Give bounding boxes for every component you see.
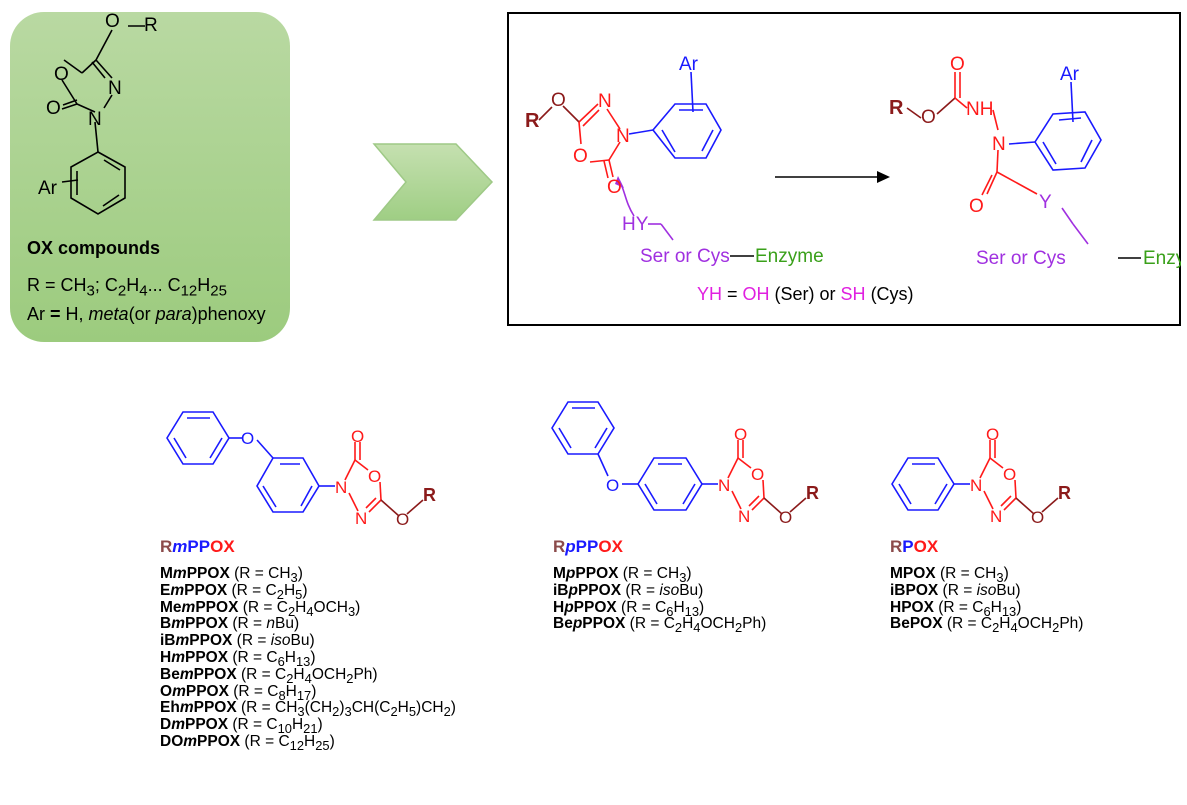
pox-o-side-atom: O (1031, 508, 1044, 527)
pox-o-ring-atom: O (1003, 465, 1016, 484)
product-r-atom: R (889, 97, 904, 119)
mppox-o-carbonyl-atom: O (351, 427, 364, 446)
list-item: BemPPOX (R = C2H4OCH2Ph) (160, 665, 378, 686)
pppox-o-ring-atom: O (751, 465, 764, 484)
reaction-mechanism-panel (507, 12, 1181, 326)
product-enzyme-label: Enzyme (1143, 248, 1181, 269)
mppox-structure: O O O N N O R (166, 411, 436, 529)
list-item: MemPPOX (R = C2H4OCH3) (160, 598, 361, 619)
ox-o-ring-atom: O (54, 64, 69, 85)
pox-structure: O O N N O R (891, 425, 1071, 527)
yh-note: YH = OH (Ser) or SH (Cys) (697, 284, 914, 304)
pppox-n1-atom: N (718, 476, 730, 495)
list-item: HmPPOX (R = C6H13) (160, 648, 316, 670)
mppox-o-side-atom: O (396, 510, 409, 529)
mppox-o-bridge-atom: O (241, 429, 254, 448)
reactant-ser-cys-label: Ser or Cys (640, 246, 730, 267)
pox-compound-list: MPOX (R = CH3) iBPOX (R = isoBu) HPOX (R… (890, 565, 1084, 636)
list-item: DmPPOX (R = C10H21) (160, 716, 323, 737)
list-item: EhmPPOX (R = CH3(CH2)3CH(C2H5)CH2) (160, 699, 456, 720)
pox-family-label: RPOX (890, 537, 939, 556)
list-item: EmPPOX (R = C2H5) (160, 581, 308, 602)
ox-ar-definition: Ar = H, meta(or para)phenoxy (27, 304, 266, 324)
pppox-n2-atom: N (738, 507, 750, 526)
product-o2-atom: O (950, 54, 965, 75)
reactant-hy-atom: HY (622, 214, 649, 235)
pppox-o-carbonyl-atom: O (734, 425, 747, 444)
pox-r-atom: R (1058, 483, 1071, 503)
reactant-o-ring-atom: O (573, 146, 588, 167)
list-item: iBPOX (R = isoBu) (890, 581, 1021, 599)
mppox-family-label: RmPPOX (160, 537, 235, 556)
list-item: DOmPPOX (R = C12H25) (160, 732, 335, 754)
ox-general-structure: O R O N N O Ar (38, 11, 158, 215)
product-y-atom: Y (1039, 192, 1052, 213)
ox-o-carbonyl-atom: O (46, 98, 61, 119)
list-item: MmPPOX (R = CH3) (160, 565, 303, 586)
reactant-ar-atom: Ar (679, 54, 699, 75)
list-item: iBpPPOX (R = isoBu) (553, 581, 704, 599)
reactant-enzyme-label: Enzyme (755, 246, 824, 267)
list-item: MPOX (R = CH3) (890, 565, 1009, 586)
pppox-o-side-atom: O (779, 508, 792, 527)
pppox-family-label: RpPPOX (553, 537, 623, 556)
product-ar-atom: Ar (1060, 64, 1080, 85)
ox-r-definition: R = CH3; C2H4... C12H25 (27, 275, 227, 300)
product-o1-atom: O (921, 107, 936, 128)
pppox-r-atom: R (806, 483, 819, 503)
reactant-r-atom: R (525, 110, 540, 132)
product-n-atom: N (992, 134, 1006, 155)
list-item: iBmPPOX (R = isoBu) (160, 632, 315, 650)
mppox-n2-atom: N (355, 509, 367, 528)
list-item: BmPPOX (R = nBu) (160, 615, 300, 633)
chevron-arrow-icon (372, 143, 494, 221)
pppox-o-bridge-atom: O (606, 476, 619, 495)
ox-compounds-panel (10, 12, 290, 342)
ox-ar-atom: Ar (38, 178, 58, 199)
ox-n-ring2-atom: N (88, 109, 102, 130)
ox-n-ring-atom: N (108, 78, 122, 99)
mppox-compound-list: MmPPOX (R = CH3) EmPPOX (R = C2H5) MemPP… (160, 565, 456, 754)
list-item: BePOX (R = C2H4OCH2Ph) (890, 615, 1084, 636)
product-ser-cys-label: Ser or Cys (976, 248, 1066, 269)
list-item: HpPPOX (R = C6H13) (553, 598, 705, 619)
product-o3-atom: O (969, 196, 984, 217)
pppox-structure: O O O N N O R (551, 401, 819, 527)
list-item: HPOX (R = C6H13) (890, 598, 1022, 619)
pox-n1-atom: N (970, 476, 982, 495)
list-item: OmPPOX (R = C8H17) (160, 682, 317, 703)
product-nh-atom: NH (966, 99, 993, 120)
reactant-n2-atom: N (616, 126, 630, 147)
ox-title: OX compounds (27, 238, 161, 258)
list-item: BepPPOX (R = C2H4OCH2Ph) (553, 615, 767, 636)
reactant-o-atom: O (551, 90, 566, 111)
pppox-compound-list: MpPPOX (R = CH3) iBpPPOX (R = isoBu) HpP… (553, 565, 767, 636)
reactant-o-carbonyl-atom: O (607, 177, 622, 198)
pox-o-carbonyl-atom: O (986, 425, 999, 444)
reaction-scheme: R O N N O O Ar HY Ser or Cys Enzyme R O … (525, 54, 1181, 269)
mppox-r-atom: R (423, 485, 436, 505)
pox-n2-atom: N (990, 507, 1002, 526)
ox-r-atom: R (144, 15, 158, 36)
ox-o-top-atom: O (105, 11, 120, 32)
list-item: MpPPOX (R = CH3) (553, 565, 692, 586)
reactant-n1-atom: N (598, 91, 612, 112)
mppox-n1-atom: N (335, 478, 347, 497)
mppox-o-ring-atom: O (368, 467, 381, 486)
